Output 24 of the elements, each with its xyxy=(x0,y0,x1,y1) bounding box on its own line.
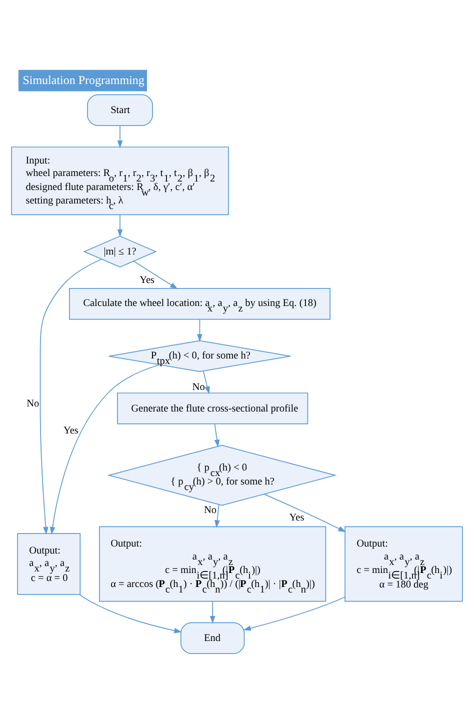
arrow xyxy=(214,423,220,447)
arrow xyxy=(202,370,210,394)
edge-label: No xyxy=(204,504,217,516)
arrow xyxy=(40,258,102,534)
edge-label: No xyxy=(192,382,205,393)
arrow xyxy=(117,124,123,148)
arrow xyxy=(243,596,346,630)
arrow xyxy=(264,493,346,532)
arrow xyxy=(197,318,202,342)
edge-label: Yes xyxy=(63,424,78,436)
node-diamond: |m| ≤ 1? xyxy=(83,235,157,267)
arrow xyxy=(210,600,216,624)
edge-label: Yes xyxy=(140,274,155,286)
edge-label: No xyxy=(26,398,40,409)
node-box: Start xyxy=(87,94,153,126)
arrow xyxy=(50,364,160,534)
arrow xyxy=(79,594,182,633)
arrow xyxy=(214,504,220,528)
node-box: End xyxy=(180,622,245,654)
arrow xyxy=(117,214,123,237)
node-box: Generate the flute cross-sectional profile xyxy=(117,392,308,424)
edge-label: Yes xyxy=(289,512,304,524)
arrow xyxy=(133,260,178,289)
diagram-title: Simulation Programming xyxy=(22,72,144,87)
